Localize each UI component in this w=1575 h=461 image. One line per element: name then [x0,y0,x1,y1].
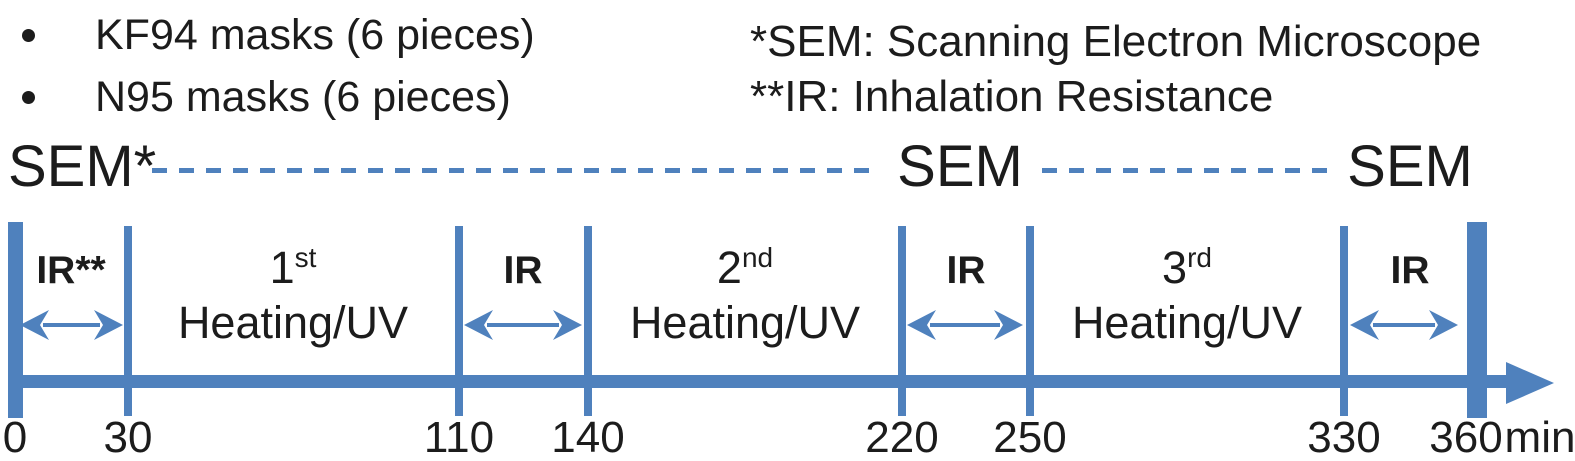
segment-label-ir-2: IR [503,249,543,292]
tick-label-250: 250 [993,413,1067,461]
bullet-icon [22,28,35,42]
tick-mark-330 [1340,226,1348,416]
tick-label-140: 140 [551,413,625,461]
tick-mark-0 [8,222,23,418]
sem-label-mid: SEM [897,134,1023,199]
ir-duration-arrow-icon [1350,310,1458,340]
sem-label-start: SEM* [8,134,157,199]
tick-mark-140 [584,226,592,416]
tick-mark-220 [898,226,906,416]
tick-label-360: 360 [1429,413,1503,461]
sem-connector-dash-1 [152,168,880,173]
list-item: KF94 masks (6 pieces) [22,4,535,66]
sem-label-end: SEM [1347,134,1473,199]
legend-line-ir: **IR: Inhalation Resistance [750,72,1274,121]
segment-label-heating-1: 1st Heating/UV [178,240,408,350]
tick-mark-250 [1026,226,1034,416]
heating-ordinal: 3rd [1162,242,1212,293]
heating-process-label: Heating/UV [177,297,409,348]
segment-label-heating-2: 2nd Heating/UV [630,240,860,350]
bullet-icon [22,90,35,104]
segment-label-ir-4: IR [1390,249,1430,292]
tick-label-220: 220 [865,413,939,461]
segment-label-ir-3: IR [946,249,986,292]
legend-line-sem: *SEM: Scanning Electron Microscope [750,17,1482,66]
heating-process-label: Heating/UV [629,297,861,348]
segment-label-heating-3: 3rd Heating/UV [1072,240,1302,350]
heating-ordinal: 2nd [716,242,774,293]
heating-process-label: Heating/UV [1071,297,1303,348]
tick-mark-30 [124,226,132,416]
abbreviation-legend: *SEM: Scanning Electron Microscope **IR:… [750,14,1481,124]
sem-connector-dash-2 [1042,168,1330,173]
materials-list: KF94 masks (6 pieces) N95 masks (6 piece… [22,4,535,128]
material-label: N95 masks (6 pieces) [95,72,511,121]
ir-duration-arrow-icon [464,310,582,340]
axis-unit-label: min [1504,413,1575,461]
ir-duration-arrow-icon [907,310,1023,340]
tick-label-110: 110 [423,413,495,461]
tick-mark-110 [455,226,463,416]
axis-arrowhead-icon [1506,362,1554,404]
tick-label-30: 30 [103,413,153,461]
timeline-axis [8,375,1510,388]
heating-ordinal: 1st [269,242,317,293]
tick-label-330: 330 [1307,413,1381,461]
list-item: N95 masks (6 pieces) [22,66,535,128]
tick-label-0: 0 [2,413,28,461]
material-label: KF94 masks (6 pieces) [95,10,535,59]
ir-duration-arrow-icon [20,310,123,340]
tick-mark-360 [1467,222,1487,418]
segment-label-ir-1: IR** [36,249,106,292]
